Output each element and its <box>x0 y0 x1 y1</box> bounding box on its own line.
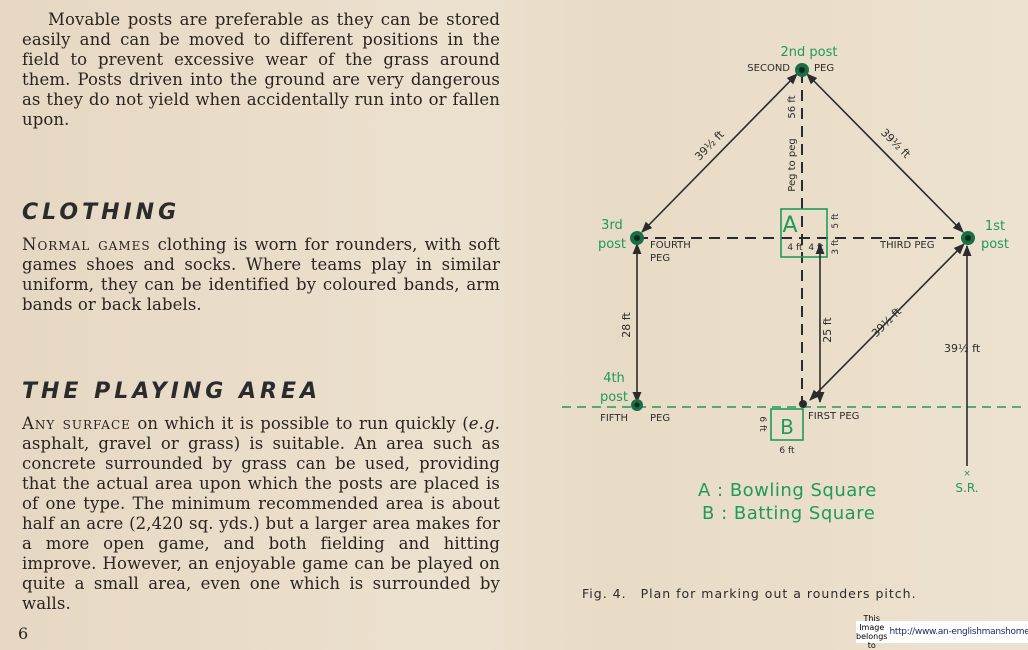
clothing-paragraph: Normal games clothing is worn for rounde… <box>22 235 500 315</box>
square-a-letter: A <box>782 213 797 238</box>
clothing-heading: CLOTHING <box>22 200 181 225</box>
dim-39-diag: 39½ ft <box>869 305 904 340</box>
label-3rd: 3rd <box>601 218 623 233</box>
dim-39-sr: 39½ ft <box>944 342 981 355</box>
arrow-39-left <box>641 73 798 233</box>
sr-cross-icon: × <box>963 469 971 479</box>
caption-fig-number: Fig. 4. <box>582 586 627 601</box>
label-fourth: FOURTH <box>650 240 691 251</box>
batting-square <box>770 408 804 441</box>
legend-batting-square: B : Batting Square <box>702 503 875 524</box>
credit-url[interactable]: http://www.an-englishmanshome.co.uk/ <box>889 627 1028 637</box>
label-fifth-peg: PEG <box>650 413 670 424</box>
rounders-pitch-diagram: × 2nd post 3rd post 1st post 4th post SE… <box>562 45 1026 524</box>
label-4th-post: post <box>600 390 628 405</box>
label-second-peg: PEG <box>814 63 834 74</box>
arrow-39-diag <box>809 243 965 401</box>
page-number: 6 <box>18 624 29 643</box>
playing-area-block: Any surface on which it is possible to r… <box>22 414 500 614</box>
playing-area-heading: THE PLAYING AREA <box>22 379 322 404</box>
intro-paragraph: Movable posts are preferable as they can… <box>22 10 500 129</box>
dim-6-bottom: 6 ft <box>779 446 795 456</box>
dim-39-right: 39½ ft <box>878 126 913 161</box>
eg-text: e.g. <box>468 414 500 433</box>
playing-area-text-2: asphalt, gravel or grass) is suitable. A… <box>22 434 500 613</box>
label-first-peg: FIRST PEG <box>808 411 859 422</box>
dim-25: 25 ft <box>821 317 834 343</box>
caption-text: Plan for marking out a rounders pitch. <box>640 586 917 601</box>
bowling-square <box>780 208 828 258</box>
label-fifth: FIFTH <box>600 413 628 424</box>
arrow-39-right <box>806 73 964 233</box>
dim-4-right: 4 ft <box>808 243 824 253</box>
clothing-lead: Normal games <box>22 235 151 254</box>
label-3rd-post: post <box>598 237 626 252</box>
dim-4-left: 4 ft <box>787 243 803 253</box>
label-1st: 1st <box>985 219 1005 234</box>
playing-area-lead: Any surface <box>22 414 131 433</box>
label-sr: S.R. <box>955 481 978 495</box>
clothing-block: Normal games clothing is worn for rounde… <box>22 235 500 315</box>
square-b-letter: B <box>780 415 794 439</box>
clothing-text: clothing is worn for rounders, with soft… <box>22 235 501 314</box>
label-fourth-peg: PEG <box>650 253 670 264</box>
first-peg-marker <box>799 400 807 408</box>
dim-3: 3 ft <box>831 239 841 255</box>
dim-56: 56 ft <box>787 95 798 118</box>
dim-5: 5 ft <box>831 213 841 229</box>
figure-caption: Fig. 4. Plan for marking out a rounders p… <box>582 586 917 601</box>
intro-block: Movable posts are preferable as they can… <box>22 10 500 130</box>
playing-area-text-1: on which it is possible to run quickly ( <box>130 414 469 433</box>
label-1st-post: post <box>981 237 1009 252</box>
dim-39-left: 39½ ft <box>692 128 727 164</box>
dim-6-side: 6 ft <box>757 416 767 432</box>
label-third-peg: THIRD PEG <box>879 240 935 251</box>
playing-area-paragraph: Any surface on which it is possible to r… <box>22 414 500 614</box>
legend-bowling-square: A : Bowling Square <box>698 480 877 501</box>
label-4th: 4th <box>603 371 625 386</box>
label-second: SECOND <box>747 63 790 74</box>
dim-28: 28 ft <box>620 312 633 338</box>
label-2nd-post: 2nd post <box>781 45 838 60</box>
dim-peg-to-peg: Peg to peg <box>787 138 798 191</box>
